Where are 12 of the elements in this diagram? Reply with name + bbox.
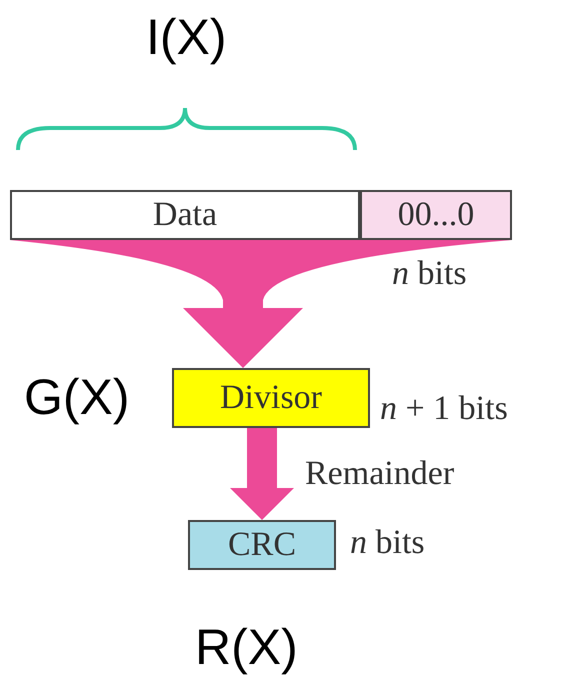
data-field-box: Data [10, 190, 360, 240]
polynomial-label: G(X) [24, 368, 130, 426]
padding-field-box: 00...0 [360, 190, 512, 240]
polynomial-label: I(X) [146, 8, 227, 66]
fat-arrow [230, 428, 294, 520]
bit-count-label: n bits [392, 255, 467, 293]
bit-count-label: n + 1 bits [380, 390, 508, 428]
crc-box: CRC [188, 520, 336, 570]
polynomial-label: R(X) [195, 618, 298, 676]
divisor-box: Divisor [172, 368, 370, 428]
fat-arrow [10, 240, 512, 368]
bit-count-label: n bits [350, 524, 425, 562]
